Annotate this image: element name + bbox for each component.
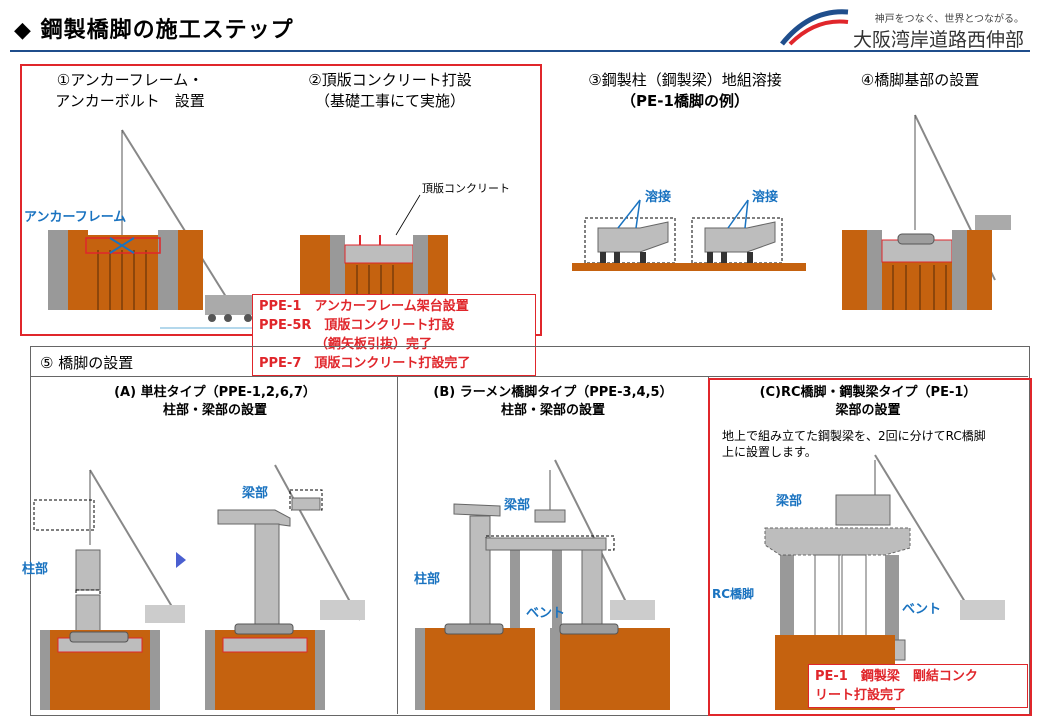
note-row3-text: （鋼矢板引抜）完了 <box>315 337 433 352</box>
step3-line2: （PE-1橋脚の例） <box>621 92 749 110</box>
section-a-heading: (A) 単柱タイプ（PPE-1,2,6,7） 柱部・梁部の設置 <box>40 384 390 420</box>
section-b-heading: (B) ラーメン橋脚タイプ（PPE-3,4,5） 柱部・梁部の設置 <box>400 384 706 420</box>
section-c-frame <box>708 378 1032 716</box>
weld-callout-a: 溶接 <box>645 190 672 205</box>
section-a-stage1 <box>33 469 185 710</box>
step3-heading: ③鋼製柱（鋼製梁）地組溶接 （PE-1橋脚の例） <box>560 70 810 112</box>
status-note: PPE-1 アンカーフレーム架台設置 PPE-5R 頂版コンクリート打設 （鋼矢… <box>252 294 536 376</box>
step4-diagram <box>842 114 1011 310</box>
note-row2-text: 頂版コンクリート打設 <box>324 318 455 333</box>
section-a-line1: (A) 単柱タイプ（PPE-1,2,6,7） <box>114 385 316 400</box>
section-c-line1: (C)RC橋脚・鋼製梁タイプ（PE-1） <box>759 385 977 400</box>
section-b-beam-label: 梁部 <box>504 498 531 513</box>
section-c-desc1: 地上で組み立てた鋼製梁を、2回に分けてRC橋脚 <box>722 429 986 443</box>
weld-callout-b: 溶接 <box>752 190 779 205</box>
section5-diagram <box>33 454 1005 710</box>
top-slab-callout: 頂版コンクリート <box>422 182 510 195</box>
step1-line2: アンカーボルト 設置 <box>55 92 205 110</box>
section5-frame <box>30 346 1030 716</box>
section-b-bent-label: ベント <box>526 606 566 621</box>
section-a-column-label: 柱部 <box>22 562 49 577</box>
note-row4-code: PPE-7 <box>259 356 302 371</box>
section-c-line2: 梁部の設置 <box>835 403 901 418</box>
section-c-description: 地上で組み立てた鋼製梁を、2回に分けてRC橋脚 上に設置します。 <box>722 428 1022 460</box>
section-c-note1: PE-1 鋼製梁 剛結コンク <box>815 669 978 684</box>
step4-heading: ④橋脚基部の設置 <box>830 70 1010 91</box>
step1-foundation <box>48 230 203 310</box>
logo <box>780 4 850 46</box>
note-row4-text: 頂版コンクリート打設完了 <box>314 356 471 371</box>
logo-name: 大阪湾岸道路西伸部 <box>852 29 1024 51</box>
step2-line2: （基礎工事にて実施） <box>314 92 465 110</box>
section-c-rc-label: RC橋脚 <box>712 587 755 601</box>
section-c-status-note: PE-1 鋼製梁 剛結コンク リート打設完了 <box>808 664 1028 708</box>
note-row1-text: アンカーフレーム架台設置 <box>314 299 469 314</box>
section-c-heading: (C)RC橋脚・鋼製梁タイプ（PE-1） 梁部の設置 <box>712 384 1024 420</box>
section-a-stage2 <box>205 464 365 710</box>
section5-title: ⑤ 橋脚の設置 <box>40 354 134 372</box>
section-c-desc2: 上に設置します。 <box>722 445 817 459</box>
step4-line1: ④橋脚基部の設置 <box>860 71 980 89</box>
note-row1-code: PPE-1 <box>259 299 302 314</box>
section5-title-divider <box>30 376 1028 377</box>
page-title: ◆ 鋼製橋脚の施工ステップ <box>14 18 294 43</box>
step3-line1: ③鋼製柱（鋼製梁）地組溶接 <box>588 71 782 89</box>
anchor-frame-callout: アンカーフレーム <box>24 210 127 225</box>
section-c-bent-label: ベント <box>902 602 942 617</box>
step2-heading: ②頂版コンクリート打設 （基礎工事にて実施） <box>280 70 500 112</box>
step1-heading: ①アンカーフレーム・ アンカーボルト 設置 <box>30 70 230 112</box>
section-c-beam-label: 梁部 <box>776 494 803 509</box>
section-c-diagram <box>764 454 1005 710</box>
section5-divider-1 <box>397 376 398 714</box>
section-b-diagram <box>415 459 670 710</box>
section-c-note2: リート打設完了 <box>815 688 907 703</box>
step2-line1: ②頂版コンクリート打設 <box>308 71 472 89</box>
section-a-line2: 柱部・梁部の設置 <box>162 403 267 418</box>
step1-crane-icon <box>121 129 260 322</box>
section-a-beam-label: 梁部 <box>242 486 269 501</box>
logo-swoosh-icon <box>780 9 849 46</box>
note-row2-code: PPE-5R <box>259 318 312 333</box>
step3-diagram <box>572 199 806 271</box>
step2-foundation <box>300 194 448 310</box>
section-b-line1: (B) ラーメン橋脚タイプ（PPE-3,4,5） <box>433 385 673 400</box>
section-b-line2: 柱部・梁部の設置 <box>500 403 605 418</box>
logo-tagline: 神戸をつなぐ、世界とつながる。 <box>874 14 1024 25</box>
header-divider <box>10 50 1030 52</box>
next-step-arrow-icon <box>176 552 186 568</box>
section-b-column-label: 柱部 <box>414 572 441 587</box>
step1-line1: ①アンカーフレーム・ <box>56 71 204 89</box>
logo-text: 神戸をつなぐ、世界とつながる。 大阪湾岸道路西伸部 <box>853 10 1024 52</box>
